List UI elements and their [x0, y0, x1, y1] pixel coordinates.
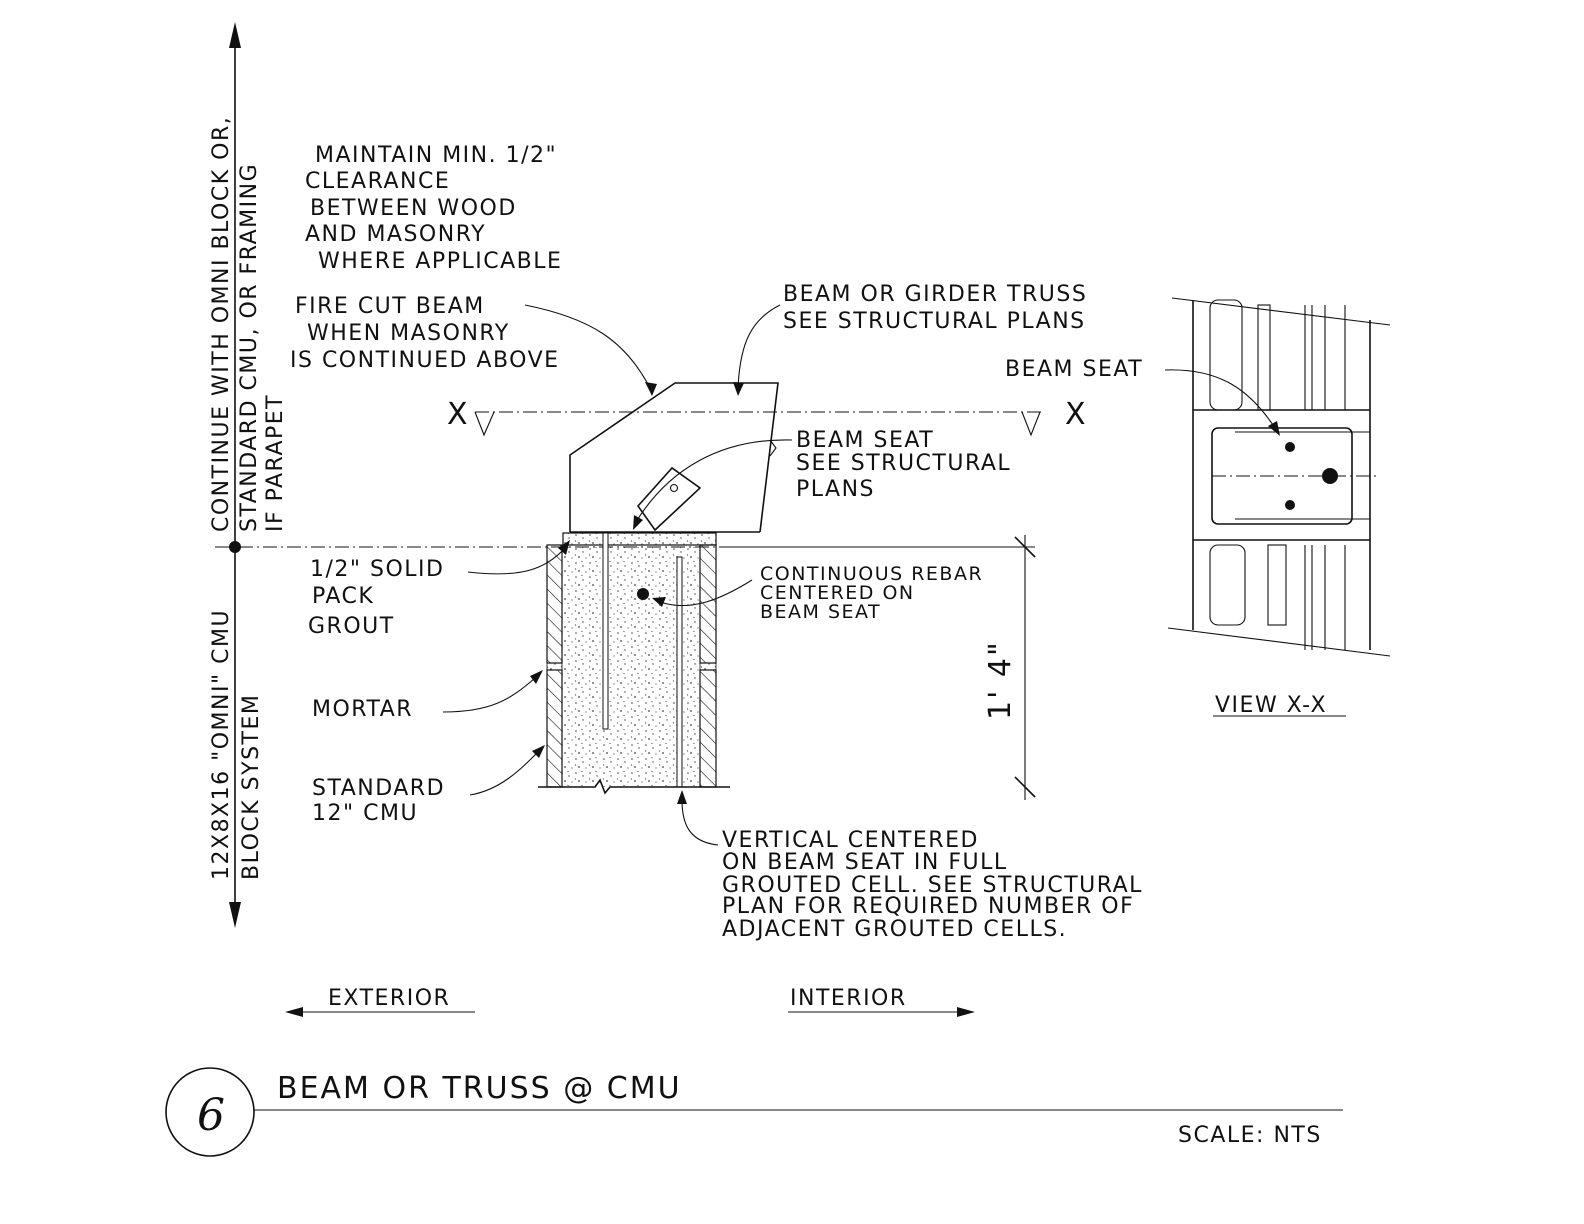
upper-wall-note-line-3: IF PARAPET	[263, 394, 288, 532]
fire-cut-note: FIRE CUT BEAM WHEN MASONRY IS CONTINUED …	[290, 294, 657, 396]
standard-cmu-note-line-1: STANDARD	[312, 776, 445, 801]
scale-label: SCALE: NTS	[1178, 1123, 1322, 1148]
solid-pack-note-line-1: 1/2" SOLID	[310, 557, 445, 582]
detail-number: 6	[197, 1090, 225, 1141]
view-beam-seat-label: BEAM SEAT	[1005, 357, 1143, 382]
beam-truss-note: BEAM OR GIRDER TRUSS SEE STRUCTURAL PLAN…	[733, 282, 1087, 396]
beam-seat-note: BEAM SEAT SEE STRUCTURAL PLANS	[633, 428, 1011, 530]
height-dimension: 1' 4"	[722, 535, 1036, 800]
section-mark-left: X	[447, 397, 470, 432]
cmu-wall-section	[538, 532, 730, 795]
clearance-note-line-2: CLEARANCE	[305, 169, 450, 194]
section-cut-line: X X	[447, 397, 1088, 437]
interior-indicator: INTERIOR	[788, 986, 975, 1017]
upper-wall-note-line-2: STANDARD CMU, OR FRAMING	[237, 163, 262, 532]
fire-cut-note-line-2: WHEN MASONRY	[307, 321, 510, 346]
beam-seat-note-line-2: SEE STRUCTURAL	[796, 451, 1011, 476]
clearance-note-line-4: AND MASONRY	[305, 222, 486, 247]
detail-title: BEAM OR TRUSS @ CMU	[277, 1071, 682, 1106]
vertical-bar-note-line-3: GROUTED CELL. SEE STRUCTURAL	[722, 873, 1143, 898]
clearance-note-line-1: MAINTAIN MIN. 1/2"	[315, 143, 557, 168]
beam-truss-note-line-1: BEAM OR GIRDER TRUSS	[783, 282, 1087, 307]
title-block: 6 BEAM OR TRUSS @ CMU SCALE: NTS	[165, 1067, 1343, 1157]
fire-cut-note-line-1: FIRE CUT BEAM	[295, 294, 485, 319]
fire-cut-note-line-3: IS CONTINUED ABOVE	[290, 348, 560, 373]
mortar-note: MORTAR	[312, 670, 543, 722]
beam-seat-note-line-1: BEAM SEAT	[796, 428, 934, 453]
upper-wall-note: CONTINUE WITH OMNI BLOCK OR, STANDARD CM…	[209, 116, 288, 532]
vertical-bar-note: VERTICAL CENTERED ON BEAM SEAT IN FULL G…	[677, 790, 1143, 942]
beam-seat-note-line-3: PLANS	[796, 477, 875, 502]
lower-wall-note: 12X8X16 "OMNI" CMU BLOCK SYSTEM	[209, 609, 264, 880]
clearance-note-line-5: WHERE APPLICABLE	[318, 249, 562, 274]
clearance-note-line-3: BETWEEN WOOD	[310, 196, 517, 221]
standard-cmu-note-line-2: 12" CMU	[312, 801, 418, 826]
lower-wall-note-line-1: 12X8X16 "OMNI" CMU	[209, 609, 234, 880]
section-mark-right: X	[1065, 397, 1088, 432]
solid-pack-note-line-2: PACK	[312, 584, 374, 609]
lower-wall-note-line-2: BLOCK SYSTEM	[239, 694, 264, 880]
standard-cmu-note: STANDARD 12" CMU	[312, 745, 545, 826]
beam-truss-note-line-2: SEE STRUCTURAL PLANS	[783, 309, 1086, 334]
solid-pack-note: 1/2" SOLID PACK GROUT	[308, 540, 570, 639]
solid-pack-note-line-3: GROUT	[308, 614, 395, 639]
vertical-bar-note-line-4: PLAN FOR REQUIRED NUMBER OF	[722, 894, 1134, 919]
beam-fire-cut	[569, 382, 779, 533]
upper-wall-note-line-1: CONTINUE WITH OMNI BLOCK OR,	[209, 116, 234, 532]
beam-seat-bracket	[636, 466, 702, 532]
mortar-note-text: MORTAR	[312, 697, 413, 722]
rebar-note-line-1: CONTINUOUS REBAR	[760, 563, 983, 585]
vertical-bar-note-line-5: ADJACENT GROUTED CELLS.	[722, 917, 1067, 942]
clearance-note: MAINTAIN MIN. 1/2" CLEARANCE BETWEEN WOO…	[305, 143, 562, 274]
rebar-note: CONTINUOUS REBAR CENTERED ON BEAM SEAT	[652, 563, 983, 623]
vertical-bar-note-line-1: VERTICAL CENTERED	[722, 828, 979, 853]
exterior-label: EXTERIOR	[328, 986, 450, 1011]
interior-label: INTERIOR	[790, 986, 907, 1011]
vertical-bar-note-line-2: ON BEAM SEAT IN FULL	[722, 850, 1008, 875]
dimension-text: 1' 4"	[983, 640, 1018, 720]
rebar-note-line-3: BEAM SEAT	[760, 601, 881, 623]
view-x-x: BEAM SEAT VIEW X-X	[1005, 297, 1391, 718]
exterior-indicator: EXTERIOR	[285, 986, 475, 1017]
view-label: VIEW X-X	[1215, 693, 1327, 718]
rebar-note-line-2: CENTERED ON	[760, 582, 915, 604]
